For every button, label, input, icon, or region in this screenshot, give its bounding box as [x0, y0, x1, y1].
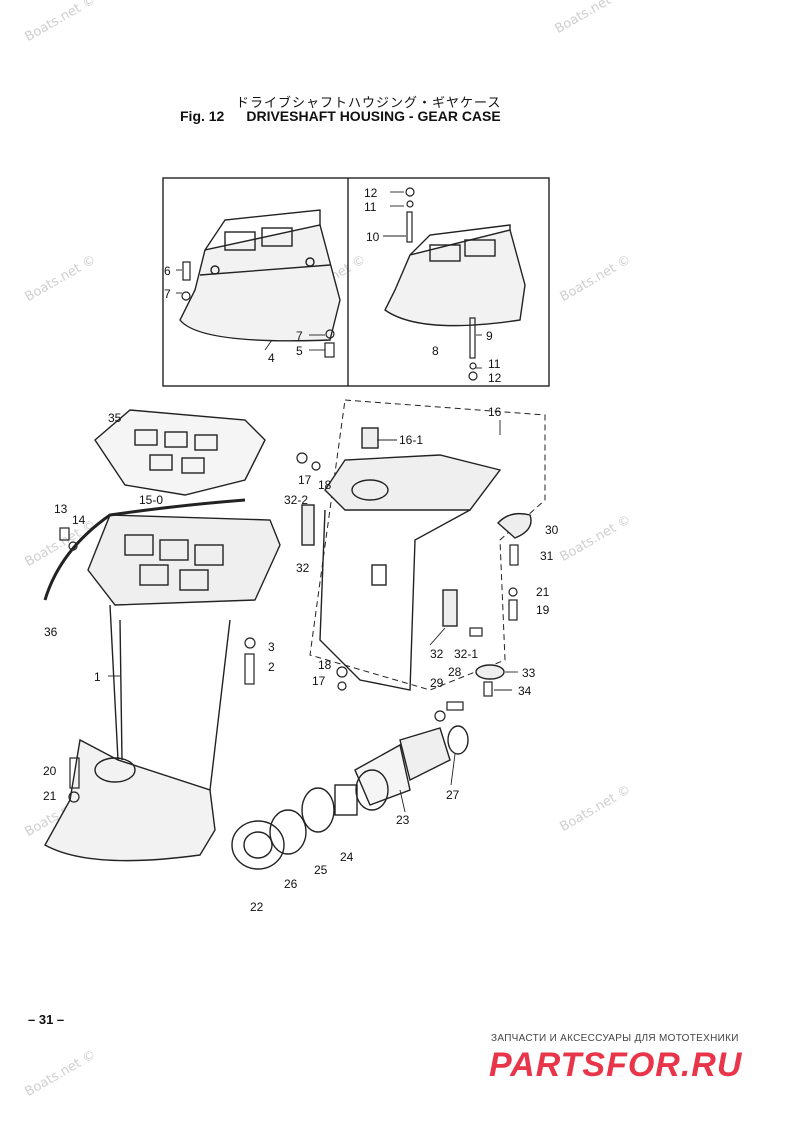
- figure-number: Fig. 12: [180, 108, 225, 124]
- callout-32: 32: [296, 561, 310, 575]
- callout-3: 3: [268, 640, 275, 654]
- callout-17: 17: [312, 674, 326, 688]
- callout-36: 36: [44, 625, 58, 639]
- water-screen-32b: [442, 589, 458, 627]
- leader-lines: [108, 191, 518, 813]
- gasket-35: [94, 409, 266, 496]
- callout-21: 21: [536, 585, 550, 599]
- callout-18: 18: [318, 658, 332, 672]
- callout-12: 12: [364, 186, 378, 200]
- callout-1: 1: [94, 670, 101, 684]
- callout-16-1: 16-1: [399, 433, 424, 447]
- water-screen-32a: [301, 504, 315, 546]
- figure-title-text: DRIVESHAFT HOUSING - GEAR CASE: [246, 108, 501, 124]
- callout-25: 25: [314, 863, 328, 877]
- callout-8: 8: [432, 344, 439, 358]
- callout-21: 21: [43, 789, 57, 803]
- callout-20: 20: [43, 764, 57, 778]
- callout-32-1: 32-1: [454, 647, 479, 661]
- trim-tab-30: [496, 512, 532, 539]
- callout-32-2: 32-2: [284, 493, 309, 507]
- callout-10: 10: [366, 230, 380, 244]
- inset-housing-left: [179, 209, 341, 342]
- ad-logo: PARTSFOR.RU: [489, 1046, 743, 1084]
- callout-19: 19: [536, 603, 550, 617]
- figure-title: Fig. 12 DRIVESHAFT HOUSING - GEAR CASE: [180, 108, 501, 124]
- callout-27: 27: [446, 788, 460, 802]
- fasteners: [59, 452, 519, 803]
- inset-fasteners: [181, 187, 478, 381]
- page-number: – 31 –: [28, 1012, 65, 1027]
- callout-24: 24: [340, 850, 354, 864]
- ad-caption: ЗАПЧАСТИ И АКСЕССУАРЫ ДЛЯ МОТОТЕХНИКИ: [491, 1033, 739, 1044]
- callout-32: 32: [430, 647, 444, 661]
- inset-box: [162, 177, 550, 387]
- callout-16: 16: [488, 405, 502, 419]
- callout-18: 18: [318, 478, 332, 492]
- callout-29: 29: [430, 676, 444, 690]
- callout-6: 6: [164, 264, 171, 278]
- callout-4: 4: [268, 351, 275, 365]
- rubber-mount-36: [43, 498, 246, 601]
- callout-31: 31: [540, 549, 554, 563]
- gear-case-group-outline: [309, 399, 546, 691]
- inset-housing-right: [384, 224, 526, 327]
- callout-35: 35: [108, 411, 122, 425]
- callout-34: 34: [518, 684, 532, 698]
- callout-11: 11: [364, 200, 377, 214]
- callout-5: 5: [296, 344, 303, 358]
- callout-7: 7: [164, 287, 171, 301]
- callout-2: 2: [268, 660, 275, 674]
- callout-9: 9: [486, 329, 493, 343]
- callout-26: 26: [284, 877, 298, 891]
- callout-33: 33: [522, 666, 536, 680]
- callout-13: 13: [54, 502, 68, 516]
- gear-case-16: [319, 427, 502, 691]
- callout-12: 12: [488, 371, 502, 385]
- water-pump-assembly: [231, 725, 469, 870]
- callout-17: 17: [298, 473, 312, 487]
- callout-28: 28: [448, 665, 462, 679]
- title-japanese: ドライブシャフトハウジング・ギヤケース: [236, 96, 502, 111]
- callout-23: 23: [396, 813, 410, 827]
- anode-33: [475, 664, 505, 680]
- callout-22: 22: [250, 900, 264, 914]
- callout-30: 30: [545, 523, 559, 537]
- driveshaft-housing-1: [44, 514, 281, 862]
- callout-11: 11: [488, 357, 501, 371]
- callout-15-0: 15-0: [139, 493, 164, 507]
- callout-14: 14: [72, 513, 86, 527]
- callout-7: 7: [296, 329, 303, 343]
